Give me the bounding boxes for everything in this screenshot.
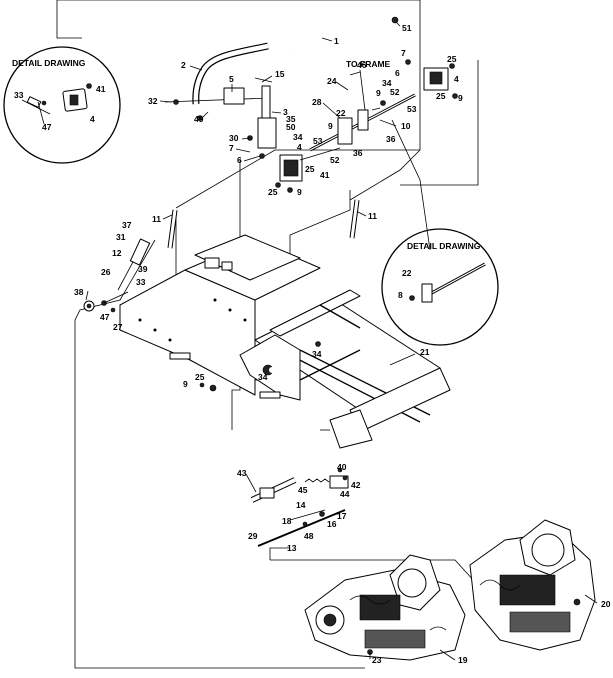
callout-34-b: 34 [382, 78, 392, 88]
callout-leaders [85, 21, 598, 661]
callout-41: 41 [320, 170, 330, 180]
callout-15: 15 [275, 69, 285, 79]
callout-35: 35 [286, 114, 296, 124]
callout-25-e: 25 [195, 372, 205, 382]
callout-22: 22 [336, 108, 346, 118]
callout-47: 47 [100, 312, 110, 322]
callout-34-c: 34 [312, 349, 322, 359]
callout-36-b: 36 [386, 134, 396, 144]
callout-24: 24 [327, 76, 337, 86]
callout-25-d: 25 [436, 91, 446, 101]
callout-32: 32 [148, 96, 158, 106]
callout-2: 2 [181, 60, 186, 70]
callout-16: 16 [327, 519, 337, 529]
callout-25-c: 25 [447, 54, 457, 64]
callout-40: 40 [337, 462, 347, 472]
callout-50: 50 [286, 122, 296, 132]
callout-29: 29 [248, 531, 258, 541]
callout-6: 6 [237, 155, 242, 165]
callout-20: 20 [601, 599, 611, 609]
callout-22-b: 22 [402, 268, 412, 278]
callout-7: 7 [229, 143, 234, 153]
callout-49: 49 [194, 114, 204, 124]
callout-1: 1 [334, 36, 339, 46]
lower-linkage [250, 467, 349, 547]
callout-13: 13 [287, 543, 297, 553]
callout-28: 28 [312, 97, 322, 107]
callout-30: 30 [229, 133, 239, 143]
callout-39: 39 [138, 264, 148, 274]
callout-23: 23 [372, 655, 382, 665]
callout-9: 9 [297, 187, 302, 197]
right-detail-label: DETAIL DRAWING [407, 241, 481, 251]
callout-17: 17 [337, 511, 347, 521]
callout-12-b: 12 [112, 248, 122, 258]
upper-linkage: TO FRAME [164, 16, 458, 193]
main-frame [119, 234, 451, 449]
callout-31: 33 [14, 90, 24, 100]
callout-27: 27 [113, 322, 123, 332]
callout-48: 48 [304, 531, 314, 541]
callout-12: 47 [42, 122, 52, 132]
left-lever-assembly [83, 238, 151, 313]
callout-8: 8 [398, 290, 403, 300]
callout-11: 11 [152, 214, 161, 224]
callout-34: 34 [293, 132, 303, 142]
callout-6-b: 6 [395, 68, 400, 78]
gas-springs [167, 199, 360, 249]
left-detail-label: DETAIL DRAWING [12, 58, 86, 68]
callout-9-d: 9 [458, 93, 463, 103]
transmission-left [304, 554, 466, 661]
callout-37: 37 [122, 220, 132, 230]
right-detail-drawing: DETAIL DRAWING [381, 228, 499, 346]
callout-36: 36 [353, 148, 363, 158]
callout-52-b: 52 [390, 87, 400, 97]
callout-5: 5 [229, 74, 234, 84]
callout-9-c: 9 [376, 88, 381, 98]
callout-18: 18 [282, 516, 292, 526]
callout-34-d: 34 [258, 372, 268, 382]
callout-14: 14 [296, 500, 306, 510]
callout-25: 25 [305, 164, 315, 174]
callout-26: 26 [101, 267, 111, 277]
callout-31-b: 31 [116, 232, 126, 242]
callout-43: 43 [237, 468, 247, 478]
callout-52: 52 [330, 155, 340, 165]
callout-25-b: 25 [268, 187, 278, 197]
left-detail-drawing: DETAIL DRAWING [3, 46, 121, 164]
callout-44: 44 [340, 489, 350, 499]
callout-11-b: 11 [368, 211, 377, 221]
transmission-right [469, 519, 596, 651]
callout-4-c: 4 [90, 114, 95, 124]
callout-46: 46 [357, 60, 367, 70]
callout-38: 38 [74, 287, 84, 297]
callout-4: 4 [297, 142, 302, 152]
callout-10: 10 [401, 121, 411, 131]
detail-bracket-part [21, 83, 92, 125]
callout-45: 45 [298, 485, 308, 495]
to-frame-label: TO FRAME [346, 59, 391, 69]
callout-51: 51 [402, 23, 412, 33]
callout-numbers: 51 1 2 5 15 32 49 3 35 50 34 30 7 6 4 25… [14, 23, 611, 665]
callout-53: 53 [313, 136, 323, 146]
callout-41-b: 41 [96, 84, 106, 94]
callout-19: 19 [458, 655, 468, 665]
callout-9-b: 9 [328, 121, 333, 131]
callout-53-b: 53 [407, 104, 417, 114]
callout-42: 42 [351, 480, 361, 490]
callout-33: 33 [136, 277, 146, 287]
callout-9-e: 9 [183, 379, 188, 389]
callout-3: 3 [283, 107, 288, 117]
callout-21: 21 [420, 347, 430, 357]
callout-4-b: 4 [454, 74, 459, 84]
callout-7-b: 7 [401, 48, 406, 58]
